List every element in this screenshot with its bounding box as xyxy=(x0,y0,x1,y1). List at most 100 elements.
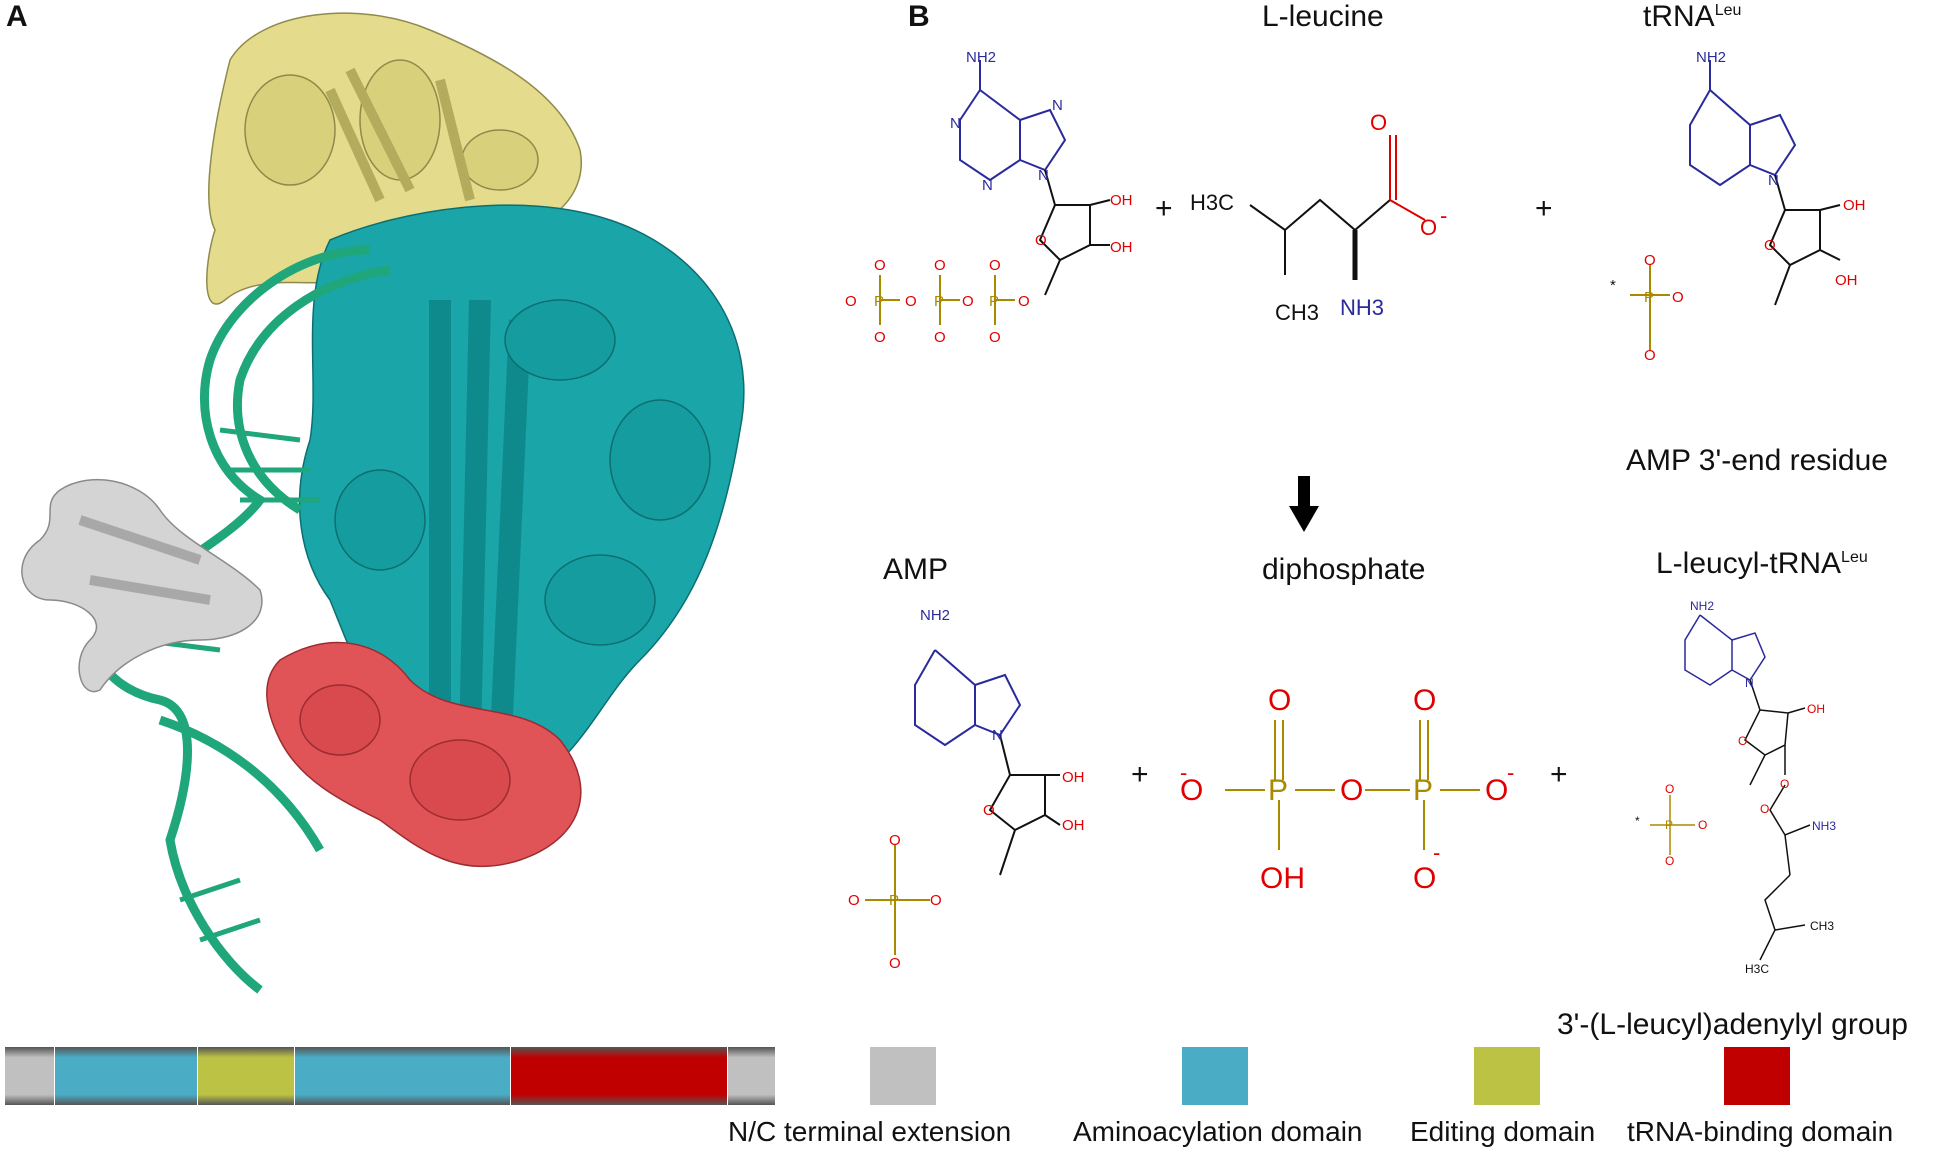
atom-label: O xyxy=(1413,684,1436,717)
atom-label: OH xyxy=(1807,702,1825,716)
atom-label: O xyxy=(874,329,886,346)
atom-label: O xyxy=(1665,854,1674,868)
atom-label: NH2 xyxy=(966,49,996,66)
atom-label: O xyxy=(1413,862,1436,895)
atom-label: O xyxy=(1764,237,1776,254)
domain-bar-segment-aminoacylation xyxy=(55,1047,197,1105)
atom-label: O xyxy=(983,802,995,819)
atom-label: NH2 xyxy=(1690,599,1714,613)
atom-label: O xyxy=(1672,289,1684,306)
protein-structure-cartoon xyxy=(21,12,745,994)
atom-label: OH xyxy=(1835,272,1858,289)
domain-bar-segment-aminoacylation xyxy=(295,1047,510,1105)
domain-bar-segment-editing xyxy=(198,1047,294,1105)
amp-3-end-residue-label: AMP 3'-end residue xyxy=(1626,444,1888,477)
atom-label: P xyxy=(1665,818,1673,832)
atom-label: O xyxy=(1018,293,1030,310)
atom-label: OH xyxy=(1110,239,1133,256)
atom-label: N xyxy=(992,727,1003,744)
atom-label: O xyxy=(1665,782,1674,796)
plus-sign: + xyxy=(1550,758,1568,791)
legend-swatch-editing xyxy=(1474,1047,1540,1105)
amp-label: AMP xyxy=(883,553,949,586)
panel-b-letter: B xyxy=(908,0,930,33)
atom-label: O xyxy=(889,832,901,849)
atom-label: - xyxy=(1507,760,1514,785)
diphosphate-structure: O O O - P O P O - OH O - xyxy=(1180,684,1514,895)
atom-label: O xyxy=(889,955,901,972)
atom-label: P xyxy=(889,892,899,909)
amp-structure: NH2 N O OH OH P O O O O xyxy=(848,607,1085,972)
atom-label: CH3 xyxy=(1275,300,1319,325)
legend-label-trna-binding: tRNA-binding domain xyxy=(1627,1116,1894,1147)
legend-label-editing: Editing domain xyxy=(1410,1116,1596,1147)
atom-label: OH xyxy=(1062,769,1085,786)
atom-label: O xyxy=(934,257,946,274)
legend-label-aminoacylation: Aminoacylation domain xyxy=(1073,1116,1363,1147)
down-arrow-icon xyxy=(1289,476,1319,532)
atom-label: P xyxy=(1413,774,1433,807)
atom-label: CH3 xyxy=(1810,919,1834,933)
atom-label: NH2 xyxy=(1696,49,1726,66)
atom-label: OH xyxy=(1110,192,1133,209)
nc-terminal-extension-structure xyxy=(21,478,263,693)
atom-label: N xyxy=(982,177,993,194)
atom-label: O xyxy=(930,892,942,909)
atom-label: - xyxy=(1180,760,1187,785)
atom-label: P xyxy=(874,293,884,310)
atom-label: NH3 xyxy=(1812,819,1836,833)
legend-swatch-aminoacylation xyxy=(1182,1047,1248,1105)
atom-label: O xyxy=(989,257,1001,274)
atom-label: OH xyxy=(1260,862,1305,895)
atom-label: O xyxy=(1035,232,1047,249)
atom-label: P xyxy=(989,293,999,310)
atom-label: H3C xyxy=(1190,190,1234,215)
atom-label: NH3 xyxy=(1340,295,1384,320)
atp-structure: NH2 N N N N O OH OH P P P O O O O O O O … xyxy=(845,49,1133,346)
atom-label: O xyxy=(934,329,946,346)
atom-label: NH2 xyxy=(920,607,950,624)
legend-label-nc: N/C terminal extension xyxy=(728,1116,1012,1147)
domain-bar xyxy=(5,1047,775,1105)
atom-label: O xyxy=(962,293,974,310)
atom-label: OH xyxy=(1062,817,1085,834)
plus-sign: + xyxy=(1155,192,1173,225)
atom-label: * xyxy=(1635,814,1640,828)
l-leucine-label: L-leucine xyxy=(1262,0,1384,33)
domain-bar-segment-nc xyxy=(728,1047,775,1105)
atom-label: * xyxy=(1610,277,1616,294)
atom-label: O xyxy=(905,293,917,310)
trna-binding-domain-structure xyxy=(266,641,582,868)
aminoacylation-domain-structure xyxy=(298,204,745,803)
panel-a-letter: A xyxy=(6,0,28,33)
l-leucine-structure: H3C CH3 O O - NH3 xyxy=(1190,110,1447,325)
l-leucyl-trna-structure: NH2 N O OH O O NH3 CH3 H3C P * O O O xyxy=(1635,599,1836,976)
legend-swatch-trna-binding xyxy=(1724,1047,1790,1105)
atom-label: O xyxy=(1644,347,1656,364)
atom-label: H3C xyxy=(1745,962,1769,976)
atom-label: N xyxy=(1745,676,1754,690)
atom-label: O xyxy=(1370,110,1387,135)
atom-label: O xyxy=(1644,252,1656,269)
diphosphate-label: diphosphate xyxy=(1262,553,1426,586)
plus-sign: + xyxy=(1131,758,1149,791)
atom-label: N xyxy=(1768,172,1779,189)
amp-3-end-residue-structure: NH2 N O OH OH P * O O O xyxy=(1610,49,1866,364)
atom-label: O xyxy=(1268,684,1291,717)
atom-label: O xyxy=(1698,818,1707,832)
atom-label: N xyxy=(950,115,961,132)
atom-label: O xyxy=(1180,774,1203,807)
domain-bar-segment-trna-binding xyxy=(511,1047,727,1105)
domain-bar-segment-nc xyxy=(5,1047,54,1105)
trna-leu-label: tRNALeu xyxy=(1643,0,1742,33)
atom-label: O xyxy=(874,257,886,274)
atom-label: P xyxy=(1268,774,1288,807)
atom-label: O xyxy=(1340,774,1363,807)
atom-label: OH xyxy=(1843,197,1866,214)
atom-label: O xyxy=(1738,734,1747,748)
atom-label: - xyxy=(1433,840,1440,865)
atom-label: O xyxy=(1420,215,1437,240)
atom-label: P xyxy=(934,293,944,310)
l-leucyl-trna-leu-label: L-leucyl-tRNALeu xyxy=(1656,547,1868,580)
atom-label: O xyxy=(1485,774,1508,807)
